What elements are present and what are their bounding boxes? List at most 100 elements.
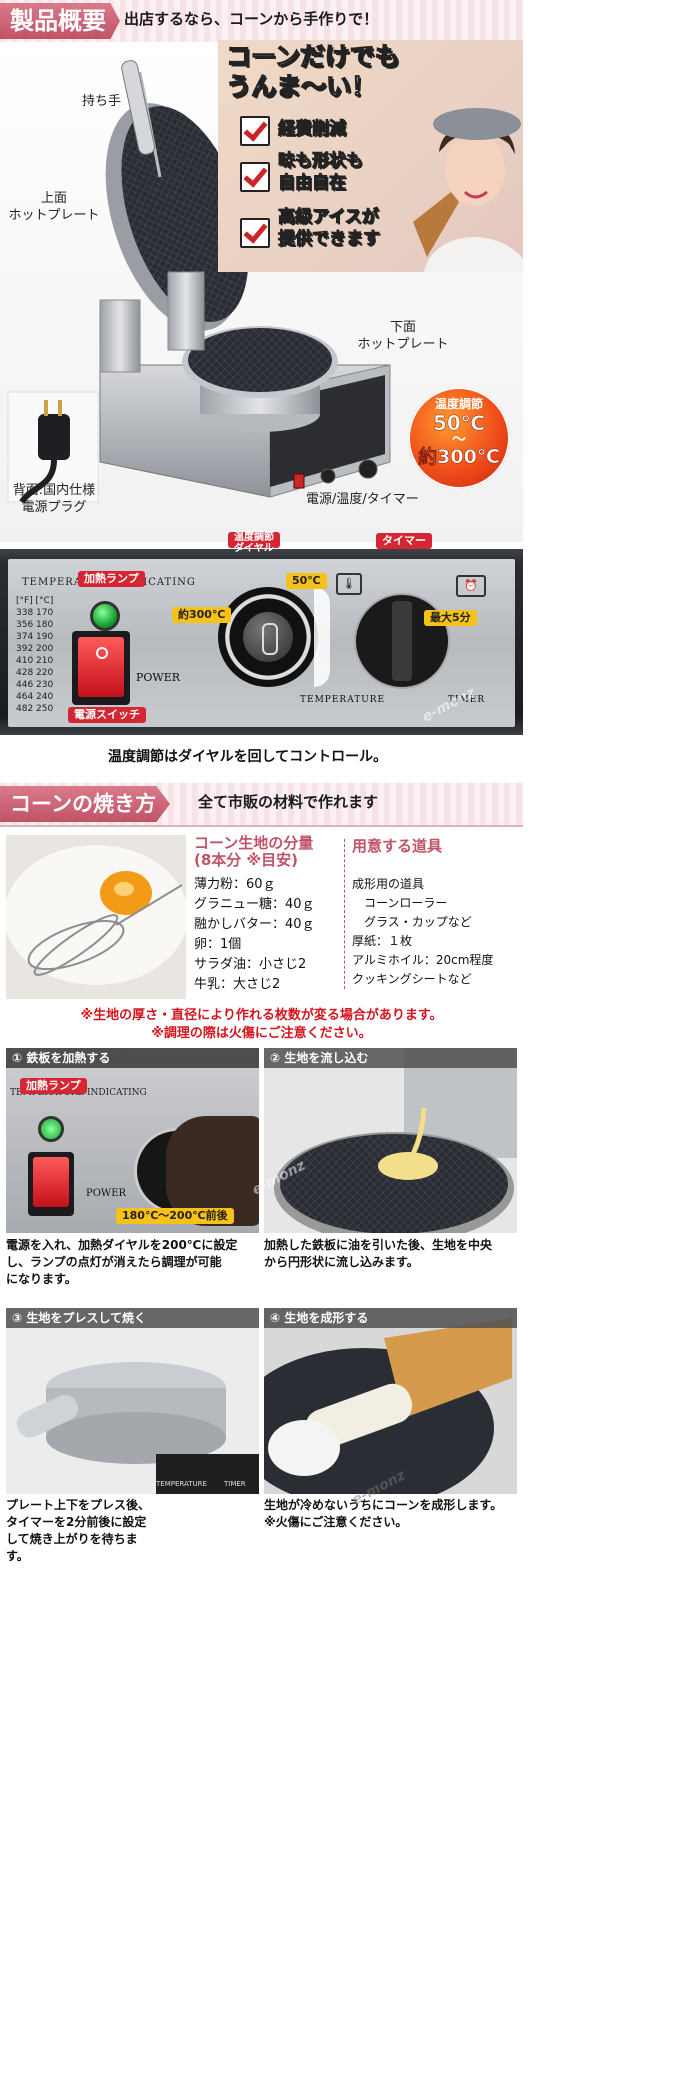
power-switch[interactable] [72, 631, 130, 705]
badge-line4: 約300℃ [418, 446, 500, 469]
badge-line2: 50℃ [432, 411, 486, 435]
promo-point-3-line1: 高級アイスが [278, 207, 379, 228]
warning-2: ※調理の際は火傷にご注意ください。 [151, 1026, 372, 1041]
list-item: グラニュー糖：40ｇ [194, 897, 315, 912]
label-lower-plate-line1: 下面 [389, 320, 416, 335]
badge-line1: 温度調節 [434, 397, 483, 411]
promo-headline-line1: コーンだけでも [225, 41, 400, 71]
promo-point-1-line1: 経費削減 [278, 119, 347, 140]
printed-power: POWER [136, 671, 181, 684]
section-title: 製品概要 [0, 3, 120, 39]
temp-table-row: 374 190 [16, 632, 54, 642]
label-50c: 50℃ [286, 573, 327, 589]
heat-lamp-icon [38, 1116, 64, 1142]
section-title: コーンの焼き方 [0, 786, 170, 822]
label-temp-dial: 温度調節 ダイヤル [228, 532, 280, 554]
section-subtitle: 全て市販の材料で作れます [198, 793, 379, 811]
temperature-dial[interactable] [218, 587, 318, 687]
step-4-caption: 生地が冷めないうちにコーンを成形します。 ※火傷にご注意ください。 [264, 1497, 522, 1531]
printed-timer: TIMER [224, 1480, 246, 1488]
step-4-image: ④ 生地を成形する [264, 1308, 517, 1494]
product-page: 製品概要 出店するなら、コーンから手作りで！ [0, 0, 523, 1568]
promo-point-1: 経費削減 [278, 118, 347, 140]
promo-point-2: 味も形状も 自由自在 [278, 150, 364, 194]
temp-table-row: 392 200 [16, 644, 54, 654]
label-plug: 背面:国内仕様 電源プラグ [2, 482, 106, 516]
step-title: ④ 生地を成形する [264, 1308, 517, 1328]
list-item: グラス・カップなど [352, 915, 472, 929]
label-temp-dial-line2: ダイヤル [234, 543, 274, 554]
label-upper-plate: 上面 ホットプレート [6, 190, 102, 224]
list-item: サラダ油：小さじ2 [194, 957, 307, 972]
printed-temperature: TEMPERATURE [300, 695, 386, 705]
step-3-caption: プレート上下をプレス後、 タイマーを2分前後に設定 して焼き上がりを待ちます。 [6, 1497, 156, 1565]
temp-table-row: 410 210 [16, 656, 54, 666]
temperature-scale-arc [314, 587, 330, 687]
divider [344, 839, 346, 989]
temp-table-row: 356 180 [16, 620, 54, 630]
list-item: 成形用の道具 [352, 877, 425, 891]
caption-line: ※火傷にご注意ください。 [264, 1515, 408, 1529]
temp-table-row: 338 170 [16, 608, 54, 618]
section-header-howto: コーンの焼き方 全て市販の材料で作れます [0, 783, 523, 827]
warning-1: ※生地の厚さ・直径により作れる枚数が変る場合があります。 [80, 1008, 443, 1023]
panel-caption: 温度調節はダイヤルを回してコントロール。 [108, 749, 388, 765]
temp-table-row: 428 220 [16, 668, 54, 678]
step-2-image: ② 生地を流し込む [264, 1048, 517, 1233]
promo-point-3-line2: 提供できます [278, 229, 381, 250]
check-icon [240, 162, 270, 192]
timer-dial[interactable] [354, 593, 450, 689]
hand-image [166, 1116, 259, 1226]
label-temp-range: 180℃〜200℃前後 [116, 1208, 234, 1224]
check-icon [240, 218, 270, 248]
printed-power: POWER [86, 1188, 127, 1199]
promo-box: コーンだけでも うんま〜い！ 経費削減 味も形状も 自由自在 高級アイスが 提供… [218, 40, 523, 272]
promo-point-3: 高級アイスが 提供できます [278, 206, 381, 250]
list-item: 牛乳：大さじ2 [194, 977, 281, 992]
label-controls: 電源/温度/タイマー [306, 492, 419, 507]
label-handle: 持ち手 [82, 94, 122, 109]
recipe-title-line1: コーン生地の分量 [194, 834, 314, 852]
check-icon [240, 116, 270, 146]
promo-headline: コーンだけでも うんま〜い！ [225, 41, 400, 102]
power-switch [28, 1152, 74, 1216]
temp-table-row: 446 230 [16, 680, 54, 690]
recipe-title-line2: (8本分 ※目安) [194, 851, 298, 869]
section-header-overview: 製品概要 出店するなら、コーンから手作りで！ [0, 0, 523, 44]
badge-line3: 〜 [452, 432, 466, 448]
step-1-caption: 電源を入れ、加熱ダイヤルを200℃に設定 し、ランプの点灯が消えたら調理が可能 … [6, 1237, 262, 1288]
step-2-caption: 加熱した鉄板に油を引いた後、生地を中央 から円形状に流し込みます。 [264, 1237, 522, 1271]
list-item: 卵：1個 [194, 937, 242, 952]
printed-timer: TIMER [448, 695, 486, 705]
step-1-image: TEMPERATURE INDICATING POWER ① 鉄板を加熱する 加… [6, 1048, 259, 1233]
label-timer: タイマー [376, 533, 432, 549]
caption-line: になります。 [6, 1272, 77, 1286]
timer-clock-icon: ⏰ [456, 575, 486, 597]
caption-line: 電源を入れ、加熱ダイヤルを200℃に設定 [6, 1238, 238, 1252]
label-300c: 約300℃ [172, 607, 232, 623]
list-item: アルミホイル：20cm程度 [352, 953, 494, 967]
caption-line: から円形状に流し込みます。 [264, 1255, 419, 1269]
temperature-range-badge: 温度調節 50℃ 〜 約300℃ [408, 387, 510, 489]
step-title: ③ 生地をプレスして焼く [6, 1308, 259, 1328]
list-item: 厚紙：１枚 [352, 934, 413, 948]
promo-headline-line2: うんま〜い！ [225, 71, 377, 101]
caption-line: プレート上下をプレス後、 [6, 1498, 151, 1512]
chef-woman-image [413, 108, 523, 272]
label-power-switch: 電源スイッチ [68, 707, 146, 723]
list-item: 薄力粉：60ｇ [194, 877, 276, 892]
list-item: クッキングシートなど [352, 972, 472, 986]
section-subtitle: 出店するなら、コーンから手作りで！ [124, 10, 379, 28]
heat-lamp-icon [90, 601, 120, 631]
label-temp-dial-line1: 温度調節 [234, 532, 274, 543]
caption-line: し、ランプの点灯が消えたら調理が可能 [6, 1255, 222, 1269]
label-heat-lamp: 加熱ランプ [20, 1078, 87, 1094]
printed-temperature: TEMPERATURE [156, 1480, 207, 1488]
label-upper-plate-line1: 上面 [40, 191, 67, 206]
label-plug-line2: 電源プラグ [21, 500, 87, 515]
tools-title: 用意する道具 [352, 837, 443, 855]
egg-whisk-image [6, 835, 186, 999]
temp-table-row: 482 250 [16, 704, 54, 714]
